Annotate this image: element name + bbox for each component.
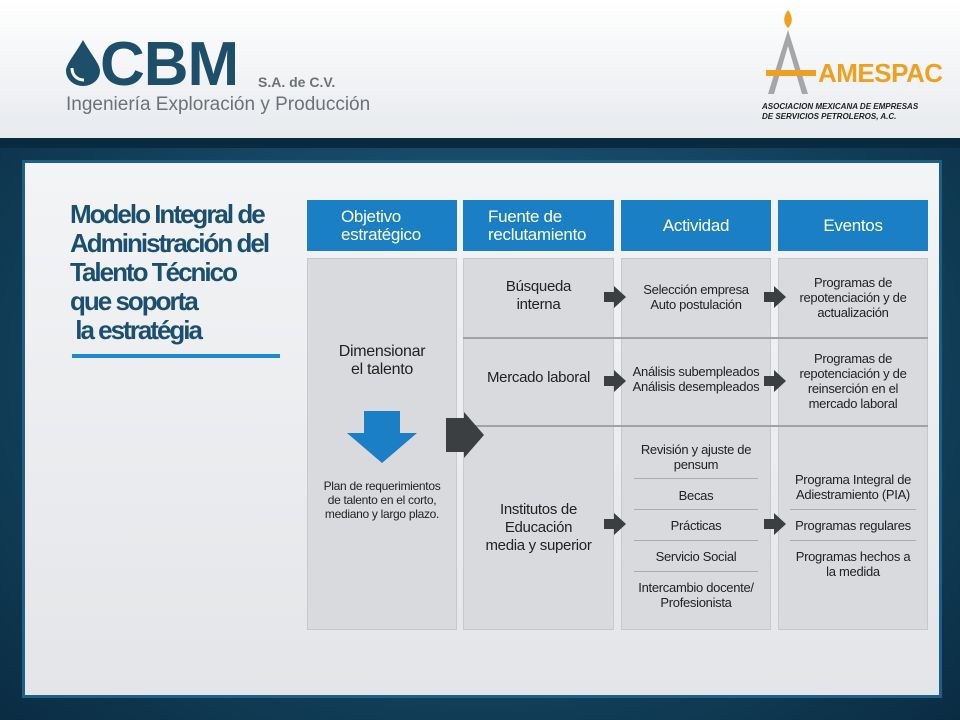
row-separator [463, 425, 928, 427]
fuente-institutos: Institutos de Educación media y superior [485, 501, 592, 554]
item-divider [790, 540, 916, 541]
right-arrow-icon [604, 370, 626, 392]
title-underline [72, 354, 280, 358]
item-divider [634, 571, 758, 572]
title-line-2: Administración del [70, 228, 270, 258]
amespac-flame-icon [766, 10, 816, 94]
right-arrow-icon [764, 286, 786, 308]
amespac-line1: ASOCIACION MEXICANA DE EMPRESAS [762, 102, 919, 111]
cbm-suffix: S.A. de C.V. [258, 74, 336, 90]
fuente-mercado: Mercado laboral [486, 369, 591, 386]
column-eventos [778, 258, 928, 630]
eventos-interna: Programas de repotenciación y de actuali… [799, 275, 907, 320]
slide-title: Modelo Integral de Administración del Ta… [70, 200, 302, 345]
header-objetivo: Objetivo estratégico [307, 200, 457, 251]
actividad-item: Intercambio docente/ Profesionista [638, 580, 754, 610]
objetivo-main: Dimensionar el talento [338, 343, 426, 378]
eventos-item: Programas regulares [795, 518, 911, 533]
actividad-interna: Selección empresa Auto postulación [643, 282, 749, 312]
header-actividad: Actividad [621, 200, 771, 251]
item-divider [790, 509, 916, 510]
right-arrow-icon [764, 513, 786, 535]
title-line-4: que soporta [70, 286, 199, 316]
header-eventos: Eventos [778, 200, 928, 251]
right-arrow-icon [604, 513, 626, 535]
actividad-item: Revisión y ajuste de pensum [640, 442, 752, 472]
item-divider [634, 478, 758, 479]
drop-icon [66, 40, 100, 86]
eventos-item: Programas hechos a la medida [795, 549, 911, 579]
actividad-item: Becas [678, 488, 714, 503]
amespac-logo-text: AMESPAC [818, 58, 943, 88]
down-arrow-icon [347, 411, 417, 463]
eventos-mercado: Programas de repotenciación y de reinser… [799, 351, 907, 411]
actividad-item: Servicio Social [655, 549, 737, 564]
actividad-item: Prácticas [670, 518, 722, 533]
item-divider [634, 540, 758, 541]
fuente-interna: Búsqueda interna [505, 278, 572, 313]
row-separator [463, 337, 928, 339]
title-line-5: la estratégia [70, 315, 203, 345]
eventos-item: Programa Integral de Adiestramiento (PIA… [794, 472, 912, 502]
column-fuente [463, 258, 614, 630]
header-fuente: Fuente de reclutamiento [463, 200, 614, 251]
cbm-tagline: Ingeniería Exploración y Producción [66, 94, 371, 115]
objetivo-plan: Plan de requerimientos de talento en el … [323, 479, 441, 521]
cbm-logo-text: CBM [100, 30, 239, 99]
big-right-arrow-icon [446, 412, 484, 458]
right-arrow-icon [764, 370, 786, 392]
item-divider [634, 509, 758, 510]
amespac-line2: DE SERVICIOS PETROLEROS, A.C. [762, 112, 897, 121]
header-divider [0, 138, 960, 148]
title-line-3: Talento Técnico [70, 257, 238, 287]
title-line-1: Modelo Integral de [70, 199, 266, 229]
column-actividad [621, 258, 771, 630]
right-arrow-icon [604, 286, 626, 308]
actividad-mercado: Análisis subempleados Análisis desemplea… [632, 364, 760, 394]
